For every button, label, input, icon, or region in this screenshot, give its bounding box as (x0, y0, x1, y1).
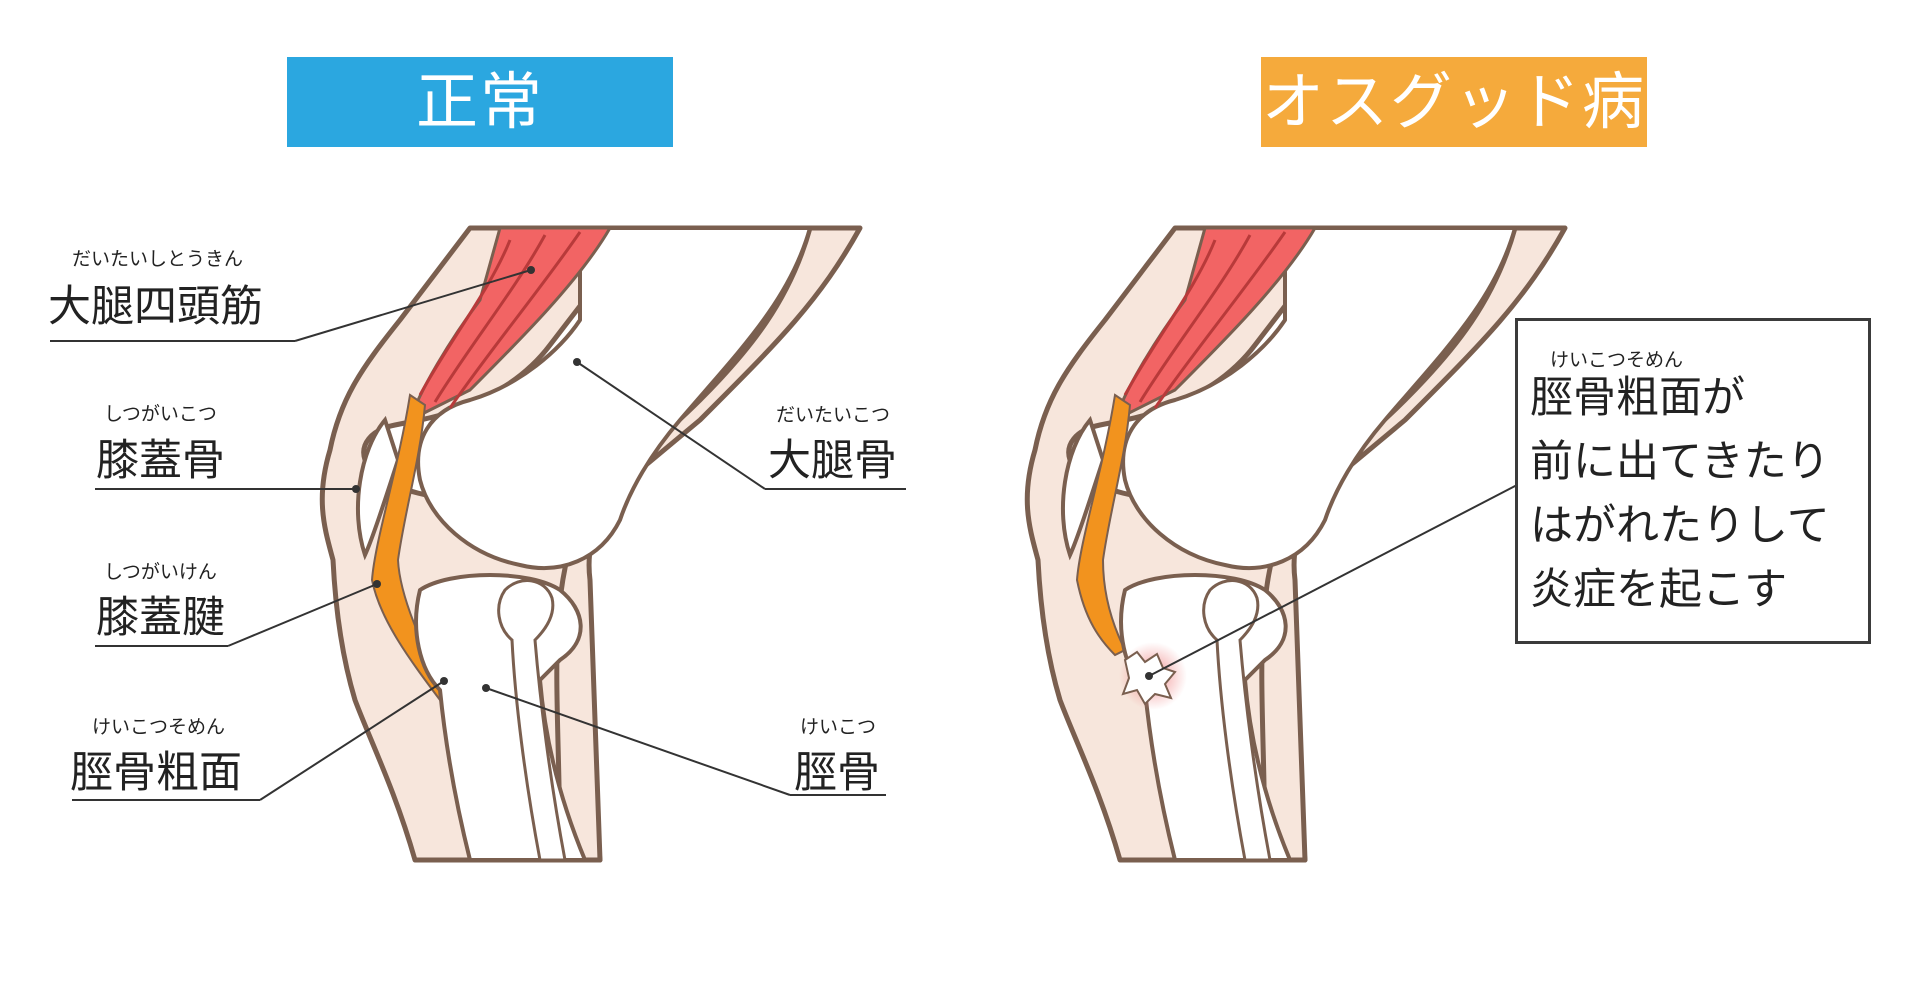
dot-tendon (373, 580, 381, 588)
tibial-tuberosity-ruby: けいこつそめん (92, 716, 226, 738)
callout-line-3: はがれたりして (1530, 501, 1830, 551)
tibia-ruby: けいこつ (800, 716, 877, 738)
normal-femur (416, 226, 812, 570)
normal-panel-title: 正常 (287, 57, 673, 147)
leader-tendon-diag (227, 583, 378, 647)
patella-ruby: しつがいこつ (104, 403, 217, 425)
patellar-tendon-label: 膝蓋腱 (96, 593, 225, 643)
normal-knee (50, 225, 906, 863)
normal-muscle-fibers (418, 231, 582, 409)
leader-callout (1148, 484, 1518, 677)
dot-tuberosity (440, 677, 448, 685)
normal-thigh-skin (554, 225, 863, 863)
dot-tibia (482, 684, 490, 692)
quadriceps-label: 大腿四頭筋 (48, 282, 263, 332)
normal-patella (355, 415, 401, 561)
tibial-tuberosity-label: 脛骨粗面 (70, 748, 242, 798)
leader-femur (576, 361, 766, 490)
normal-fibula (497, 579, 567, 862)
leader-quadriceps-diag (294, 269, 532, 342)
patellar-tendon-ruby: しつがいけん (104, 561, 217, 583)
osgood-knee (1024, 225, 1568, 863)
osgood-patella (1060, 415, 1106, 561)
quadriceps-ruby: だいたいしとうきん (72, 248, 244, 270)
femur-label: 大腿骨 (768, 436, 897, 486)
osgood-panel-title: オスグッド病 (1261, 57, 1647, 147)
leader-tibia (485, 687, 791, 796)
dot-quadriceps (527, 266, 535, 274)
femur-ruby: だいたいこつ (776, 404, 891, 426)
callout-line-2: 前に出てきたり (1530, 437, 1830, 487)
osgood-callout: けいこつそめん 脛骨粗面が 前に出てきたり はがれたりして 炎症を起こす (1515, 318, 1871, 644)
osgood-femur (1121, 226, 1517, 570)
callout-line-1: 脛骨粗面が (1530, 373, 1745, 423)
callout-ruby: けいこつそめん (1550, 349, 1684, 371)
osgood-muscle-fibers (1123, 231, 1287, 409)
dot-patella (352, 485, 360, 493)
osgood-patellar-tendon (1075, 393, 1132, 657)
leader-tuberosity-diag (259, 680, 445, 801)
dot-femur (573, 358, 581, 366)
patella-label: 膝蓋骨 (96, 436, 225, 486)
tibia-label: 脛骨 (794, 748, 880, 798)
callout-line-4: 炎症を起こす (1530, 565, 1788, 615)
osgood-thigh-skin (1259, 225, 1568, 863)
